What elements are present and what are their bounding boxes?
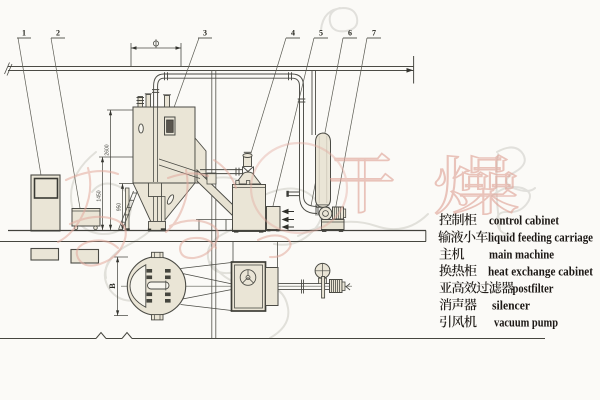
svg-text:1: 1 <box>22 29 26 38</box>
svg-text:5: 5 <box>319 29 323 38</box>
svg-text:main machine: main machine <box>489 248 555 262</box>
svg-text:6: 6 <box>348 29 352 38</box>
svg-text:liquid feeding carriage: liquid feeding carriage <box>488 231 594 245</box>
svg-text:1450: 1450 <box>97 190 103 201</box>
svg-text:4: 4 <box>291 29 295 38</box>
svg-text:vacuum pump: vacuum pump <box>494 315 558 329</box>
svg-text:postfilter: postfilter <box>513 281 555 295</box>
svg-text:heat exchange cabinet: heat exchange cabinet <box>488 264 593 278</box>
svg-text:7: 7 <box>372 29 376 38</box>
svg-text:control cabinet: control cabinet <box>489 213 559 227</box>
svg-text:950: 950 <box>117 203 123 212</box>
svg-text:3: 3 <box>203 29 207 38</box>
svg-text:2: 2 <box>56 29 60 38</box>
svg-text:B: B <box>107 283 117 289</box>
svg-text:silencer: silencer <box>492 298 531 312</box>
svg-text:2600: 2600 <box>105 144 111 155</box>
